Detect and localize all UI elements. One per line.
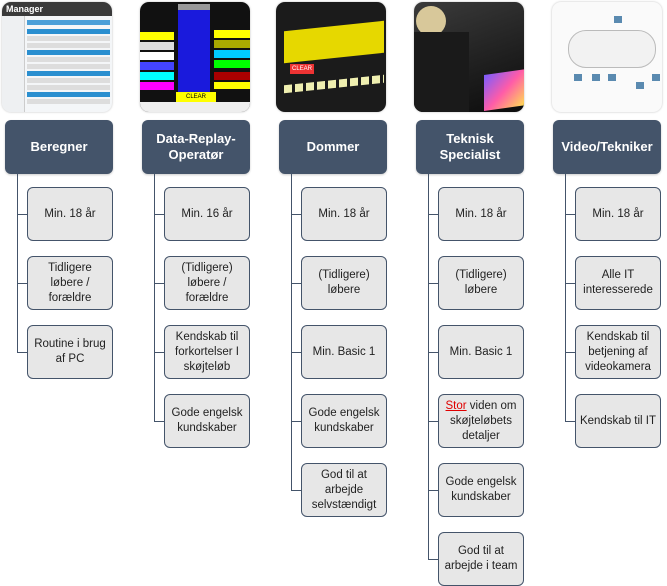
connector-line (154, 174, 155, 421)
connector-branch (291, 214, 301, 215)
requirement-box: Min. 18 år (27, 187, 113, 241)
requirement-box: (Tidligere) løbere (438, 256, 524, 310)
role-header: Dommer (279, 120, 387, 174)
requirement-box: Kendskab til forkortelser I skøjteløb (164, 325, 250, 379)
role-header: Teknisk Specialist (416, 120, 524, 174)
connector-branch (428, 490, 438, 491)
connector-line (565, 174, 566, 421)
clear-entry-label: CLEAR ENTRY (176, 92, 216, 110)
connector-branch (291, 352, 301, 353)
connector-branch (154, 214, 164, 215)
requirement-box: Kendskab til IT (575, 394, 661, 448)
connector-branch (565, 214, 575, 215)
requirement-box: Min. 18 år (438, 187, 524, 241)
clear-label: CLEAR (290, 64, 314, 74)
connector-line (291, 174, 292, 490)
manager-software-screenshot: Manager (2, 2, 112, 112)
requirement-box: Min. 18 år (575, 187, 661, 241)
connector-branch (428, 283, 438, 284)
connector-branch (565, 283, 575, 284)
requirement-box: Tidligere løbere / forældre (27, 256, 113, 310)
video-network-diagram (552, 2, 662, 112)
connector-branch (291, 421, 301, 422)
requirement-box: Min. 18 år (301, 187, 387, 241)
requirement-box: Stor viden om skøjteløbets detaljer (438, 394, 524, 448)
technical-specialist-photo (414, 2, 524, 112)
manager-title: Manager (2, 2, 112, 16)
requirement-box: God til at arbejde i team (438, 532, 524, 586)
connector-branch (565, 421, 575, 422)
requirement-box: Routine i brug af PC (27, 325, 113, 379)
requirement-box: God til at arbejde selvstændigt (301, 463, 387, 517)
connector-branch (291, 283, 301, 284)
requirement-box: Gode engelsk kundskaber (301, 394, 387, 448)
connector-branch (17, 352, 27, 353)
role-header: Beregner (5, 120, 113, 174)
requirement-box: (Tidligere) løbere (301, 256, 387, 310)
role-header: Data-Replay- Operatør (142, 120, 250, 174)
connector-branch (428, 352, 438, 353)
requirement-box: Min. 16 år (164, 187, 250, 241)
connector-line (428, 174, 429, 559)
connector-branch (428, 214, 438, 215)
requirement-text: viden om skøjteløbets detaljer (449, 399, 517, 442)
connector-branch (154, 421, 164, 422)
requirement-box: Min. Basic 1 (301, 325, 387, 379)
connector-branch (428, 421, 438, 422)
connector-branch (154, 352, 164, 353)
role-header: Video/Tekniker (553, 120, 661, 174)
judge-terminal: CLEAR (276, 2, 386, 112)
requirement-box: (Tidligere) løbere / forældre (164, 256, 250, 310)
connector-branch (17, 214, 27, 215)
connector-branch (291, 490, 301, 491)
requirement-box: Min. Basic 1 (438, 325, 524, 379)
connector-branch (428, 559, 438, 560)
highlight-text: Stor (445, 399, 467, 412)
connector-line (17, 174, 18, 352)
connector-branch (154, 283, 164, 284)
requirement-box: Alle IT interesserede (575, 256, 661, 310)
connector-branch (565, 352, 575, 353)
requirement-box: Gode engelsk kundskaber (438, 463, 524, 517)
requirement-box: Kendskab til betjening af videokamera (575, 325, 661, 379)
requirement-box: Gode engelsk kundskaber (164, 394, 250, 448)
connector-branch (17, 283, 27, 284)
data-replay-screen: CLEAR ENTRY (140, 2, 250, 112)
